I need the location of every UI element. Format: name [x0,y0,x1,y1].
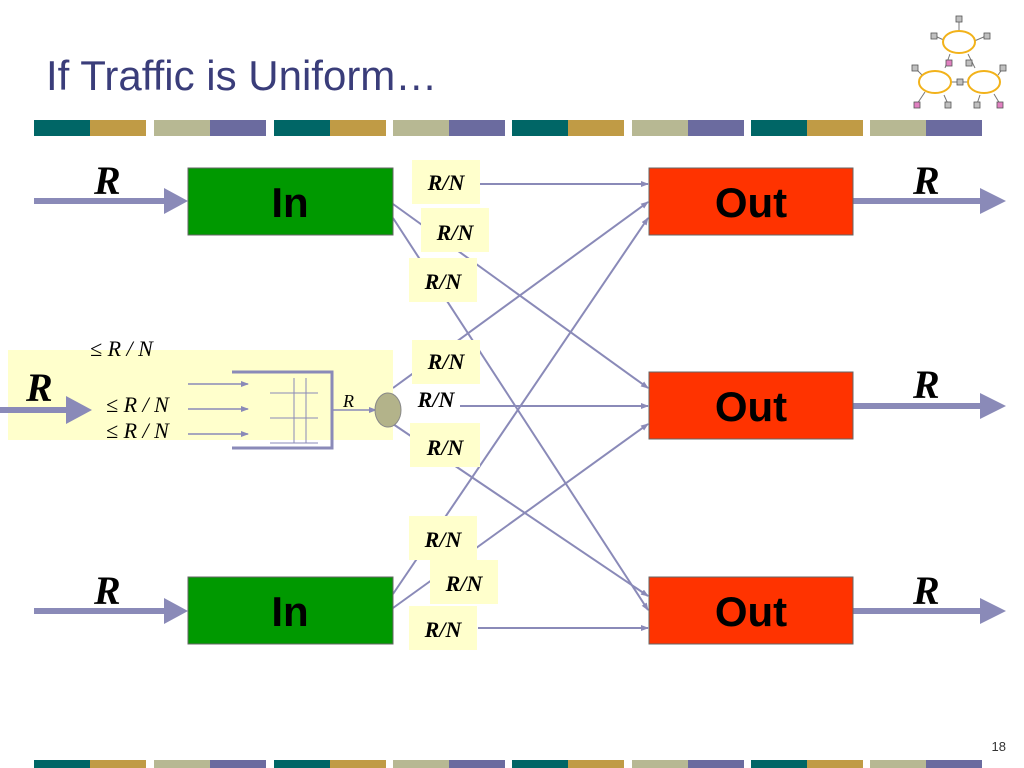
input-port-1: In [187,167,394,236]
output-label-1: Out [715,179,787,226]
network-clouds-icon [911,15,1007,109]
link-label-3: R/N [424,269,463,294]
rate-label-out-1: R [912,158,940,203]
rate-arrows [0,198,984,614]
rate-label-in-1: R [93,158,121,203]
constraint-label-mid: ≤ R / N [106,392,170,417]
link-label-5: R/N [417,387,456,412]
constraint-label-bot: ≤ R / N [106,418,170,443]
link-label-6: R/N [426,435,465,460]
bottom-stripe [34,760,982,768]
link-label-8: R/N [445,571,484,596]
slide-title: If Traffic is Uniform… [46,52,438,99]
rate-label-out-3: R [912,568,940,613]
link-label-2: R/N [436,220,475,245]
output-label-3: Out [715,588,787,635]
link-label-1: R/N [427,170,466,195]
rate-label-in-2: R [25,365,53,410]
constraint-label-top: ≤ R / N [90,336,154,361]
output-port-2: Out [648,371,854,440]
rate-label-in-3: R [93,568,121,613]
queue-frame [232,370,334,450]
link-label-9: R/N [424,617,463,642]
queue-inset [0,350,402,450]
output-port-1: Out [648,167,854,236]
link-label-7: R/N [424,527,463,552]
rate-label-out-2: R [912,362,940,407]
input-label-3: In [271,588,308,635]
scheduler-node-icon [374,392,402,428]
queue-rate-label: R [342,391,354,411]
top-stripe [34,120,982,136]
virtual-output-queues [270,378,318,444]
input-port-3: In [187,576,394,645]
page-number: 18 [991,739,1006,754]
output-port-3: Out [648,576,854,645]
constraint-labels: ≤ R / N ≤ R / N ≤ R / N R [90,336,354,443]
input-label-1: In [271,179,308,226]
output-label-2: Out [715,383,787,430]
link-label-4: R/N [427,349,466,374]
rate-arrowheads [66,188,1006,624]
rate-labels: R R R R R R [25,158,940,613]
link-rate-labels: R/N R/N R/N R/N R/N R/N R/N R/N R/N [409,160,498,650]
